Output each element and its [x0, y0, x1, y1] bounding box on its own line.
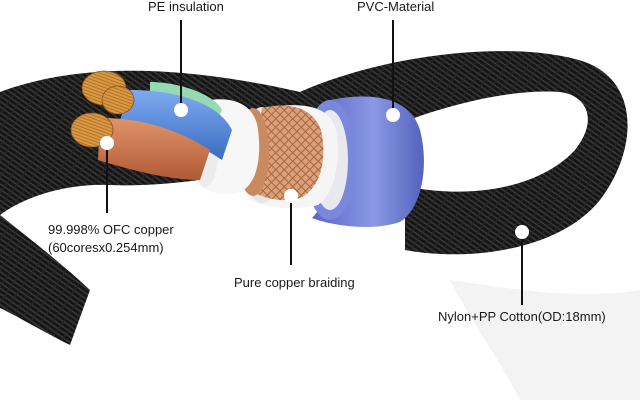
leader-copper-braiding: [284, 189, 298, 265]
label-pe-insulation: PE insulation: [148, 0, 224, 16]
label-pvc-material: PVC-Material: [357, 0, 434, 16]
label-copper-braiding: Pure copper braiding: [234, 274, 355, 292]
label-jacket: Nylon+PP Cotton(OD:18mm): [438, 308, 606, 326]
label-ofc-copper-line2: (60coresx0.254mm): [48, 239, 164, 257]
label-ofc-copper-line1: 99.998% OFC copper: [48, 221, 174, 239]
